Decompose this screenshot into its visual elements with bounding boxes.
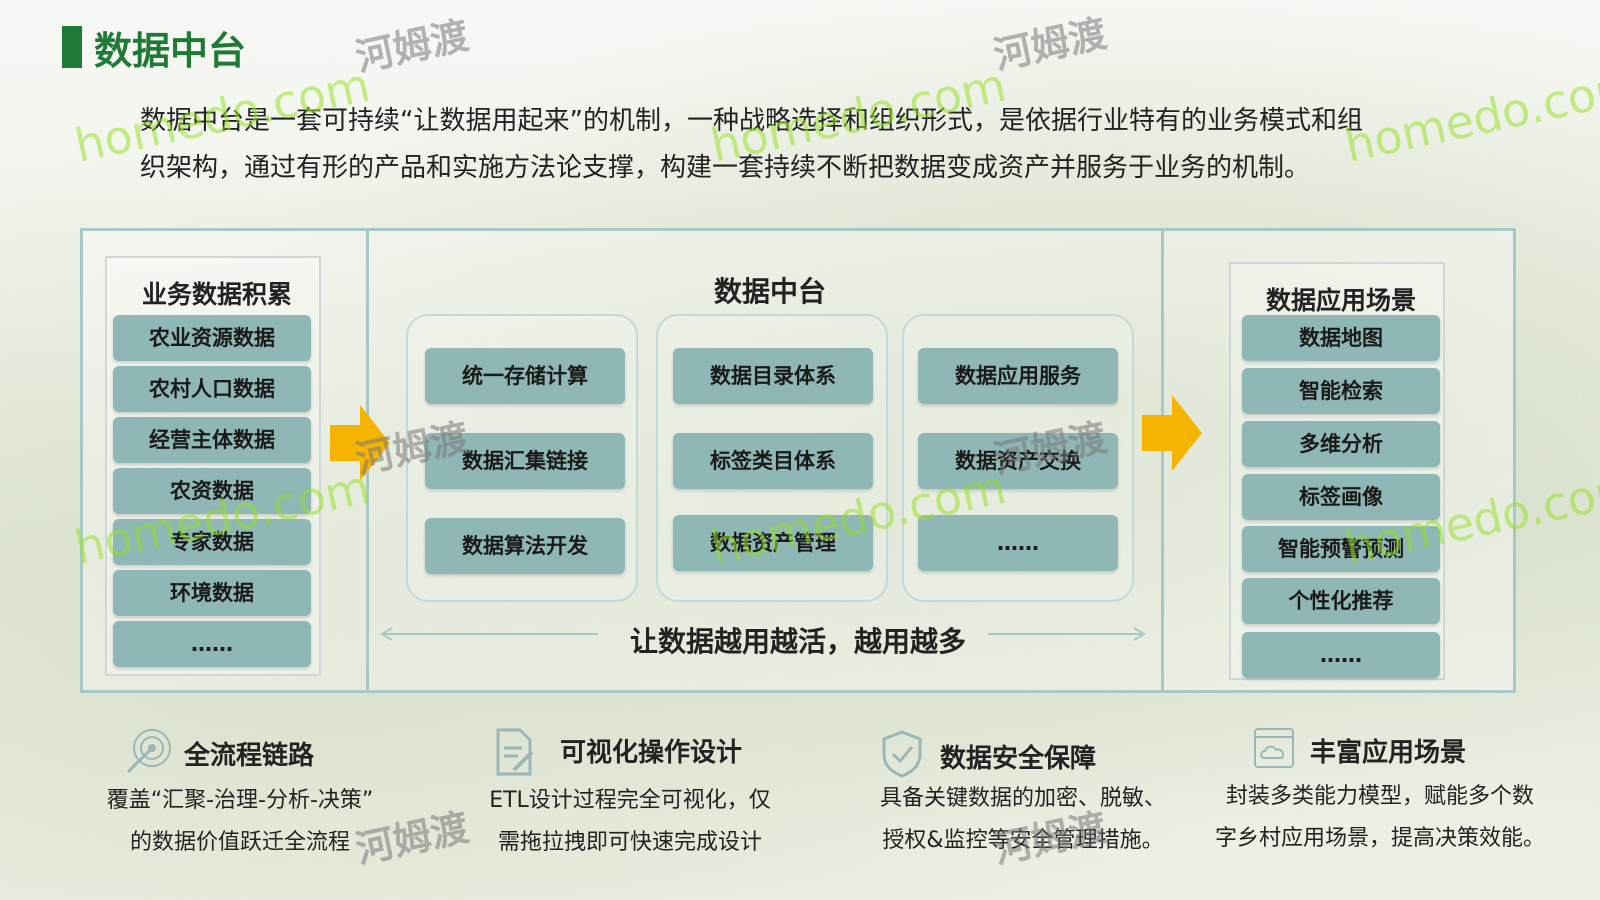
intro-line-2: 织架构，通过有形的产品和实施方法论支撑，构建一套持续不断把数据变成资产并服务于业… xyxy=(140,153,1311,183)
slogan-arrow-left-icon xyxy=(380,627,598,641)
feature-text-line-2: 需拖拉拽即可快速完成设计 xyxy=(497,830,762,855)
slogan-arrow-right-icon xyxy=(988,627,1146,641)
right-item: 智能预警预测 xyxy=(1242,526,1440,572)
feature-text-line-2: 授权&监控等安全管理措施。 xyxy=(882,828,1164,853)
right-item: 数据地图 xyxy=(1242,315,1440,361)
cloud-window-icon xyxy=(1254,728,1294,768)
feature-text-line-1: 封装多类能力模型，赋能多个数 xyxy=(1225,784,1534,809)
feature-title: 全流程链路 xyxy=(184,741,315,771)
application-scenes-title: 数据应用场景 xyxy=(1265,286,1416,315)
feature-text-line-2: 字乡村应用场景，提高决策效能。 xyxy=(1214,826,1545,851)
left-item: …… xyxy=(113,621,311,667)
right-item: 标签画像 xyxy=(1242,474,1440,520)
data-middle-title: 数据中台 xyxy=(713,275,826,308)
title-accent-bar xyxy=(62,26,82,68)
center-item: 标签类目体系 xyxy=(673,433,873,489)
watermark-text-cn: 河姆渡 xyxy=(351,13,473,80)
right-item: 智能检索 xyxy=(1242,368,1440,414)
watermark-text-cn: 河姆渡 xyxy=(989,11,1111,78)
left-item: 农村人口数据 xyxy=(113,366,311,412)
page-title: 数据中台 xyxy=(94,29,247,73)
business-data-title: 业务数据积累 xyxy=(141,280,292,309)
left-item: 环境数据 xyxy=(113,570,311,616)
left-item: 专家数据 xyxy=(113,519,311,565)
feature-title: 丰富应用场景 xyxy=(1310,738,1467,768)
arrow-right-icon xyxy=(330,405,390,481)
center-item: 数据目录体系 xyxy=(673,348,873,404)
frame-divider-right xyxy=(1161,228,1164,693)
center-item: 数据算法开发 xyxy=(425,518,625,574)
right-item: 多维分析 xyxy=(1242,421,1440,467)
arrow-right-icon xyxy=(1142,395,1202,471)
feature-text-line-1: ETL设计过程完全可视化，仅 xyxy=(489,788,771,813)
center-item: …… xyxy=(918,515,1118,571)
feature-title: 数据安全保障 xyxy=(940,744,1097,774)
right-item: …… xyxy=(1242,632,1440,678)
left-item: 农业资源数据 xyxy=(113,315,311,361)
shield-icon xyxy=(882,730,922,778)
right-item: 个性化推荐 xyxy=(1242,578,1440,624)
center-item: 数据应用服务 xyxy=(918,348,1118,404)
feature-text-line-1: 具备关键数据的加密、脱敏、 xyxy=(879,786,1166,811)
intro-line-1: 数据中台是一套可持续“让数据用起来”的机制，一种战略选择和组织形式，是依据行业特… xyxy=(140,106,1363,136)
feature-text-line-1: 覆盖“汇聚-治理-分析-决策” xyxy=(106,788,374,813)
slogan-text: 让数据越用越活，越用越多 xyxy=(629,625,966,658)
target-icon xyxy=(126,729,171,774)
left-item: 经营主体数据 xyxy=(113,417,311,463)
document-edit-icon xyxy=(496,728,534,776)
left-item: 农资数据 xyxy=(113,468,311,514)
feature-text-line-2: 的数据价值跃迁全流程 xyxy=(129,830,350,855)
center-item: 数据资产交换 xyxy=(918,433,1118,489)
center-item: 数据汇集链接 xyxy=(425,433,625,489)
center-item: 数据资产管理 xyxy=(673,515,873,571)
feature-title: 可视化操作设计 xyxy=(560,738,743,768)
center-item: 统一存储计算 xyxy=(425,348,625,404)
